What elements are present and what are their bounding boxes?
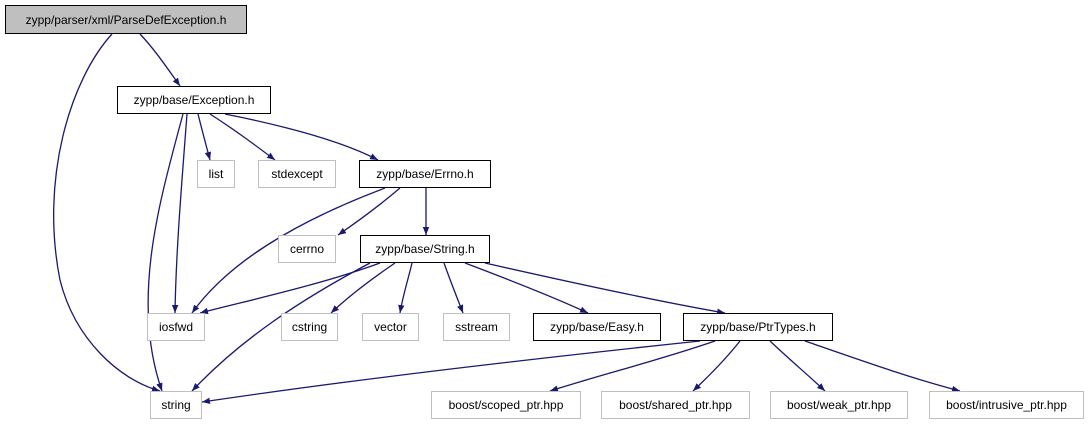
edge-string_h-to-ptrtypes: [484, 262, 726, 315]
edge-root-to-string: [53, 33, 161, 392]
edge-ptrtypes-to-weak_ptr: [769, 340, 826, 392]
edge-ptrtypes-to-intrusive_ptr: [804, 340, 961, 393]
node-list: list: [197, 160, 235, 188]
node-string-h[interactable]: zypp/base/String.h: [360, 235, 490, 263]
node-boost-intrusive-ptr: boost/intrusive_ptr.hpp: [929, 391, 1084, 419]
node-boost-shared-ptr: boost/shared_ptr.hpp: [601, 391, 750, 419]
edge-string_h-to-string: [191, 262, 371, 392]
edge-string_h-to-iosfwd: [199, 262, 381, 315]
edge-exception-to-list: [197, 113, 212, 161]
edge-string_h-to-cstring: [330, 262, 396, 314]
node-exception-h[interactable]: zypp/base/Exception.h: [117, 86, 271, 114]
edge-errno_h-to-iosfwd: [191, 187, 386, 314]
node-parsedefexception-h[interactable]: zypp/parser/xml/ParseDefException.h: [5, 5, 247, 34]
edge-root-to-exception: [139, 33, 181, 87]
node-stdexcept: stdexcept: [258, 160, 336, 188]
edge-errno_h-to-cerrno: [337, 187, 401, 236]
node-cerrno: cerrno: [278, 235, 336, 263]
edge-string_h-to-vector: [398, 262, 413, 314]
node-boost-scoped-ptr: boost/scoped_ptr.hpp: [431, 391, 581, 419]
edge-exception-to-errno_h: [224, 113, 379, 161]
node-iosfwd: iosfwd: [147, 313, 205, 341]
edge-exception-to-string: [147, 113, 184, 392]
edge-ptrtypes-to-string: [201, 340, 701, 404]
edge-ptrtypes-to-scoped_ptr: [549, 340, 716, 392]
node-cstring: cstring: [281, 313, 338, 341]
edge-ptrtypes-to-shared_ptr: [692, 340, 741, 392]
edge-exception-to-stdexcept: [209, 113, 276, 161]
node-string: string: [150, 391, 202, 419]
node-boost-weak-ptr: boost/weak_ptr.hpp: [770, 391, 908, 419]
node-sstream: sstream: [443, 313, 510, 341]
node-ptrtypes-h[interactable]: zypp/base/PtrTypes.h: [683, 313, 833, 341]
node-errno-h[interactable]: zypp/base/Errno.h: [359, 160, 491, 188]
edge-string_h-to-sstream: [443, 262, 464, 314]
edge-exception-to-iosfwd: [171, 113, 188, 314]
node-vector: vector: [362, 313, 419, 341]
node-easy-h[interactable]: zypp/base/Easy.h: [533, 313, 661, 341]
edge-string_h-to-easy: [464, 262, 589, 314]
